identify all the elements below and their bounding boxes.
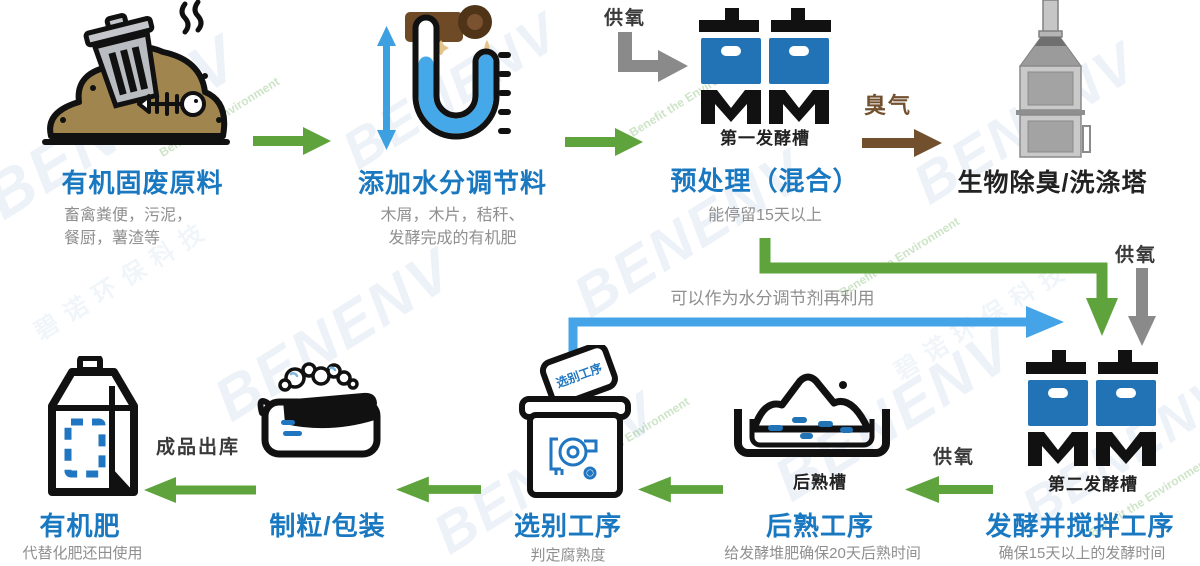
arrow-left-icon (638, 476, 723, 503)
arrow-right-icon (253, 127, 331, 155)
step-desc-raw-line1: 畜禽粪便，污泥， (64, 207, 193, 224)
flow-connector-green-icon (759, 238, 1118, 336)
step-title-product: 有机肥 (39, 511, 121, 541)
arrow-left-icon (396, 476, 481, 503)
trash-can-icon (83, 13, 160, 109)
sorting-box-icon: 选别工序 (519, 345, 631, 498)
step-title-raw: 有机固废原料 (61, 168, 224, 198)
step-title-granulation: 制粒/包装 (269, 511, 386, 541)
fertilizer-carton-icon (48, 356, 138, 496)
odor-arrow-right-icon (862, 129, 942, 157)
step-desc-ferment2: 确保15天以上的发酵时间 (998, 545, 1166, 562)
moisture-utube-icon (377, 14, 511, 150)
step-desc-moisture-line1: 木屑，木片，秸秆、 (380, 207, 525, 224)
arrow-right-icon (565, 128, 643, 156)
oxygen-elbow-arrow-icon (618, 32, 688, 82)
maturation-trough-icon (734, 373, 890, 457)
granulation-machine-icon (257, 362, 381, 458)
steam-icon (179, 1, 191, 35)
scrubber-tower-icon (1016, 0, 1091, 158)
step-title-ferment2: 发酵并搅拌工序 (985, 511, 1175, 541)
step-desc-sorting: 判定腐熟度 (530, 547, 606, 564)
tank-label-maturation: 后熟槽 (793, 473, 847, 492)
level-arrow-icon (377, 26, 396, 150)
step-desc-pretreat: 能停留15天以上 (708, 207, 822, 224)
outbound-label: 成品出库 (156, 437, 241, 458)
oxygen-label-mid: 供氧 (1115, 245, 1158, 266)
bubbles-icon (278, 362, 359, 392)
tank-label-second: 第二发酵槽 (1048, 475, 1138, 494)
fermentation-tank-1-icon (699, 8, 831, 124)
oxygen-down-arrow-icon (1128, 268, 1156, 346)
odor-label: 臭气 (864, 93, 913, 118)
oxygen-label-top: 供氧 (604, 8, 647, 29)
step-desc-raw-line2: 餐厨，薯渣等 (64, 230, 161, 247)
step-title-pretreat: 预处理（混合） (670, 166, 860, 196)
oxygen-label-bottom: 供氧 (933, 447, 976, 468)
tank-label-first: 第一发酵槽 (720, 129, 810, 148)
step-desc-moisture-line2: 发酵完成的有机肥 (388, 230, 517, 247)
arrow-left-icon (144, 477, 256, 503)
step-desc-maturation: 给发酵堆肥确保20天后熟时间 (724, 545, 921, 562)
organic-waste-pile-icon (42, 0, 230, 145)
reuse-connector-blue-icon (568, 306, 1064, 358)
step-title-deodor: 生物除臭/洗涤塔 (957, 169, 1148, 197)
fishbone-icon (137, 91, 206, 117)
scale-ticks-icon (498, 52, 511, 134)
sorting-machine-icon (549, 437, 598, 480)
step-title-maturation: 后熟工序 (765, 511, 874, 541)
step-title-sorting: 选别工序 (513, 511, 622, 541)
reuse-label: 可以作为水分调节剂再利用 (670, 289, 875, 308)
arrow-left-icon (905, 476, 993, 503)
fermentation-tank-2-icon (1026, 350, 1158, 466)
steam-icon (192, 0, 204, 33)
step-title-moisture: 添加水分调节料 (357, 168, 547, 198)
step-desc-product: 代替化肥还田使用 (22, 545, 143, 562)
